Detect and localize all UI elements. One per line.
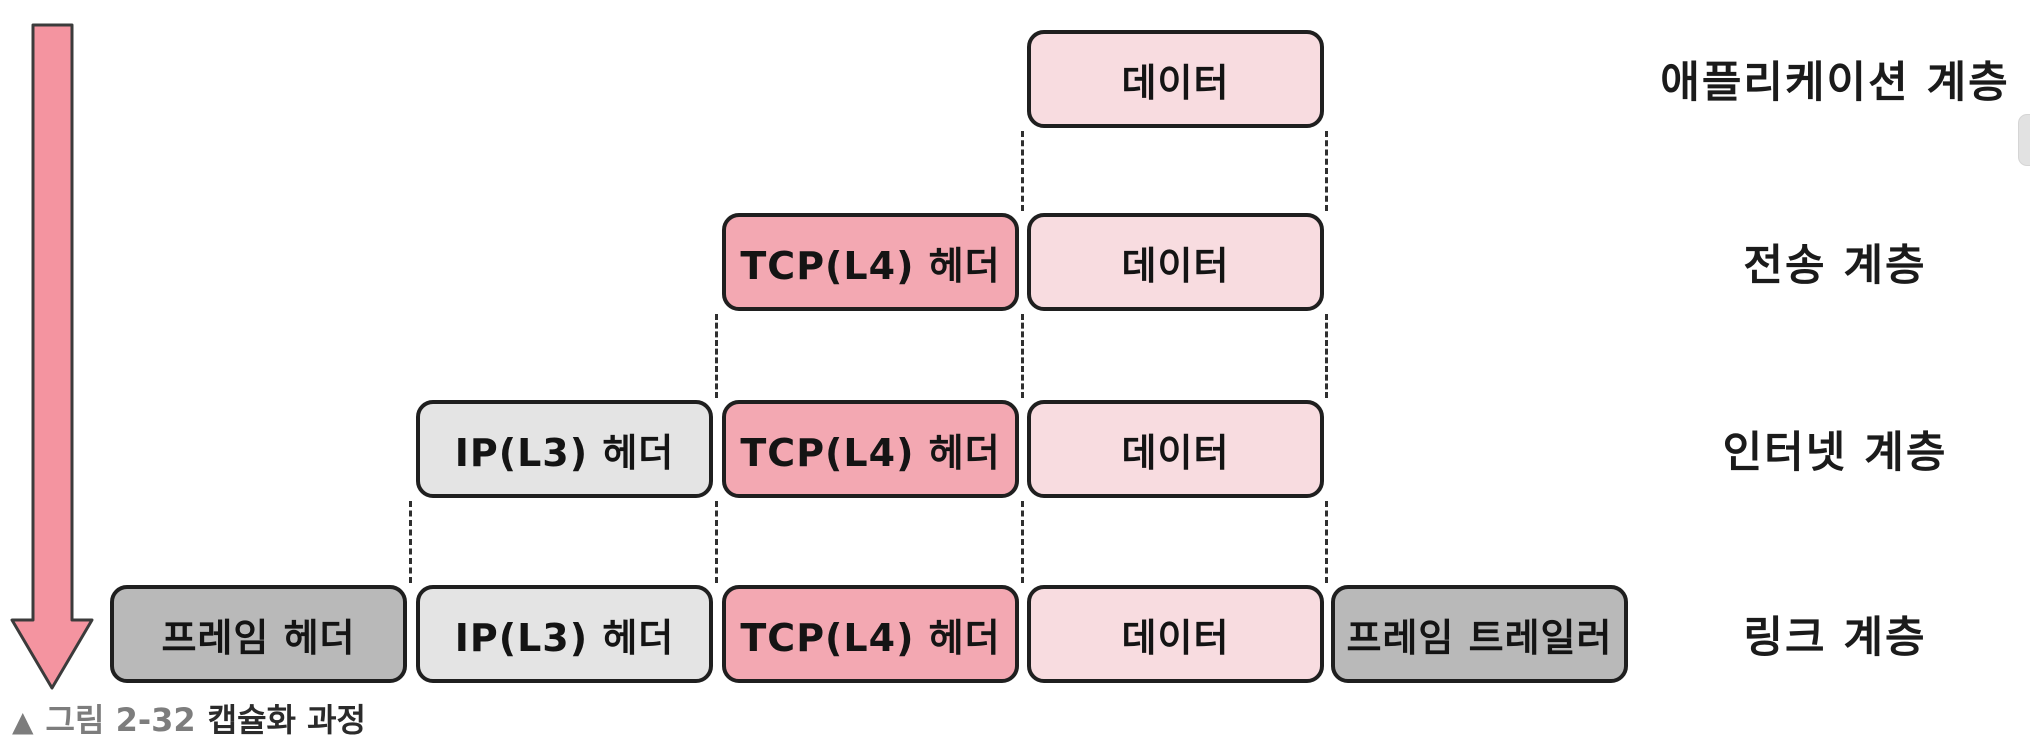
dashed-connector [1325, 501, 1328, 583]
data-box: 데이터 [1027, 400, 1324, 498]
dashed-connector [1021, 131, 1024, 211]
scrollbar-thumb[interactable] [2018, 114, 2030, 166]
dashed-connector [715, 501, 718, 583]
tcp-header-box: TCP(L4) 헤더 [722, 213, 1019, 311]
ip-header-box: IP(L3) 헤더 [416, 585, 713, 683]
ip-header-box: IP(L3) 헤더 [416, 400, 713, 498]
dashed-connector [1325, 314, 1328, 398]
layer-label-transport: 전송 계층 [1743, 241, 1927, 291]
data-box: 데이터 [1027, 213, 1324, 311]
dashed-connector [1325, 131, 1328, 211]
down-arrow-icon [10, 23, 94, 690]
dashed-connector [409, 501, 412, 583]
frame-header-box: 프레임 헤더 [110, 585, 407, 683]
caption-figure-number: 그림 2-32 [45, 701, 196, 739]
caption-triangle-icon: ▲ [12, 705, 34, 738]
layer-label-link: 링크 계층 [1743, 613, 1927, 663]
layer-label-internet: 인터넷 계층 [1722, 428, 1948, 478]
dashed-connector [715, 314, 718, 398]
frame-trailer-box: 프레임 트레일러 [1331, 585, 1628, 683]
tcp-header-box: TCP(L4) 헤더 [722, 585, 1019, 683]
data-box: 데이터 [1027, 30, 1324, 128]
dashed-connector [1021, 501, 1024, 583]
caption-title: 캡슐화 과정 [207, 701, 366, 739]
figure-caption: ▲ 그림 2-32 캡슐화 과정 [12, 700, 366, 742]
tcp-header-box: TCP(L4) 헤더 [722, 400, 1019, 498]
layer-label-application: 애플리케이션 계층 [1660, 58, 2010, 108]
data-box: 데이터 [1027, 585, 1324, 683]
dashed-connector [1021, 314, 1024, 398]
